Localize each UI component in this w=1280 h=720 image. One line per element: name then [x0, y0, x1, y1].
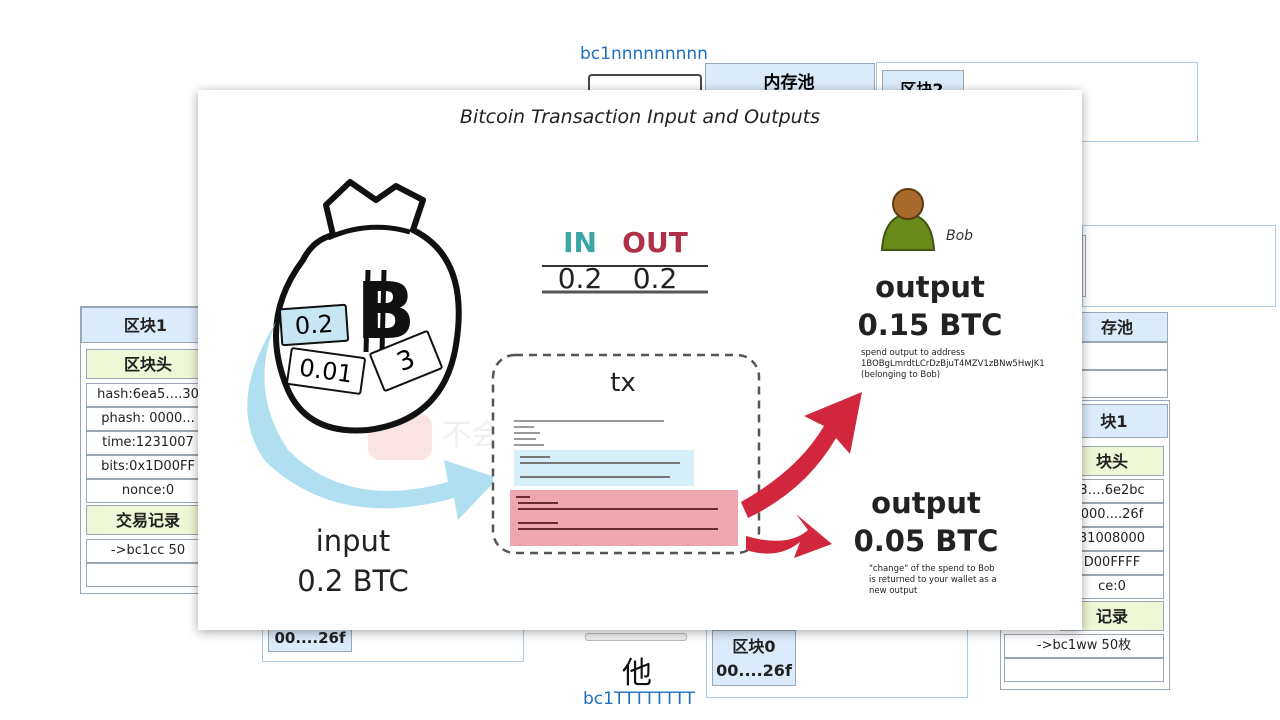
input-label: input — [315, 524, 391, 558]
output1-label: output — [875, 270, 985, 304]
input-value: 0.2 BTC — [297, 564, 409, 598]
address-top: bc1nnnnnnnnn — [580, 44, 708, 64]
output2-note-line1: "change" of the spend to Bob — [869, 564, 995, 574]
input-arrow — [247, 322, 498, 520]
slide-title: Bitcoin Transaction Input and Outputs — [459, 106, 821, 128]
tx-output-highlight — [510, 490, 738, 546]
output2-note-line3: new output — [869, 586, 918, 596]
left-block-row-3: time:1231007 — [86, 431, 210, 455]
output2-note-line2: is returned to your wallet as a — [869, 575, 997, 585]
output1-arrow — [741, 392, 862, 518]
output1-note-line1: spend output to address — [861, 348, 965, 358]
tx-input-highlight — [514, 450, 694, 486]
output2-value: 0.05 BTC — [853, 524, 999, 558]
output1-note: spend output to address 1BOBgLmrdtLCrDzB… — [861, 348, 1045, 381]
right-outline-box — [1082, 225, 1276, 307]
left-block-tx-row: ->bc1cc 50 — [86, 539, 210, 563]
tx-code-lines — [514, 420, 664, 446]
diagram-graphics: B — [247, 179, 936, 558]
mempool-right-row-1 — [1066, 342, 1168, 370]
left-block-header-label: 区块头 — [86, 349, 210, 379]
bag-amount-tag-1: 0.2 — [278, 303, 350, 347]
tx-output-lines — [516, 496, 718, 530]
output1-value: 0.15 BTC — [857, 308, 1003, 342]
output1-note-line2: 1BOBgLmrdtLCrDzBjuT4MZV1zBNw5HwJK1 — [861, 359, 1045, 369]
block0-bottom-hash: 00....26f — [716, 661, 792, 680]
block0-bottom-title: 区块0 — [732, 637, 776, 656]
keyboard-icon — [585, 633, 687, 641]
bob-avatar-icon — [880, 188, 936, 251]
left-block-tx-label: 交易记录 — [86, 505, 210, 535]
mempool-title-top: 内存池 — [763, 73, 815, 93]
bob-label: Bob — [946, 228, 974, 244]
computer-monitor-icon — [588, 74, 702, 90]
left-block-row-5: nonce:0 — [86, 479, 210, 503]
tx-input-lines — [520, 456, 680, 478]
right-block-tx-row: ->bc1ww 50枚 — [1004, 634, 1164, 658]
mempool-right-title: 存池 — [1066, 312, 1168, 342]
block0-bottom-card: 区块0 00....26f — [712, 630, 796, 686]
right-block-tx-row-empty — [1004, 658, 1164, 682]
left-block-row-1: hash:6ea5….30 — [86, 383, 210, 407]
out-label: OUT — [622, 226, 688, 259]
in-value: 0.2 — [557, 262, 603, 295]
slide-card: Bitcoin Transaction Input and Outputs 不会… — [198, 90, 1082, 630]
output2-label: output — [871, 486, 981, 520]
mempool-right-row-2 — [1066, 370, 1168, 398]
left-block-row-4: bits:0x1D00FF — [86, 455, 210, 479]
address-bottom: bc1TTTTTTTT — [583, 689, 695, 709]
output1-note-line3: (belonging to Bob) — [861, 370, 941, 380]
output2-note: "change" of the spend to Bob is returned… — [869, 564, 997, 597]
out-value: 0.2 — [632, 262, 678, 295]
left-block-row-2: phash: 0000... — [86, 407, 210, 431]
left-block-tx-row-empty — [86, 563, 210, 587]
left-block-title: 区块1 — [81, 307, 210, 343]
in-label: IN — [563, 226, 597, 259]
right-outline-cell — [1082, 235, 1086, 297]
he-character: 他 — [622, 656, 652, 691]
output2-arrow — [746, 514, 832, 558]
tx-label: tx — [610, 368, 636, 398]
